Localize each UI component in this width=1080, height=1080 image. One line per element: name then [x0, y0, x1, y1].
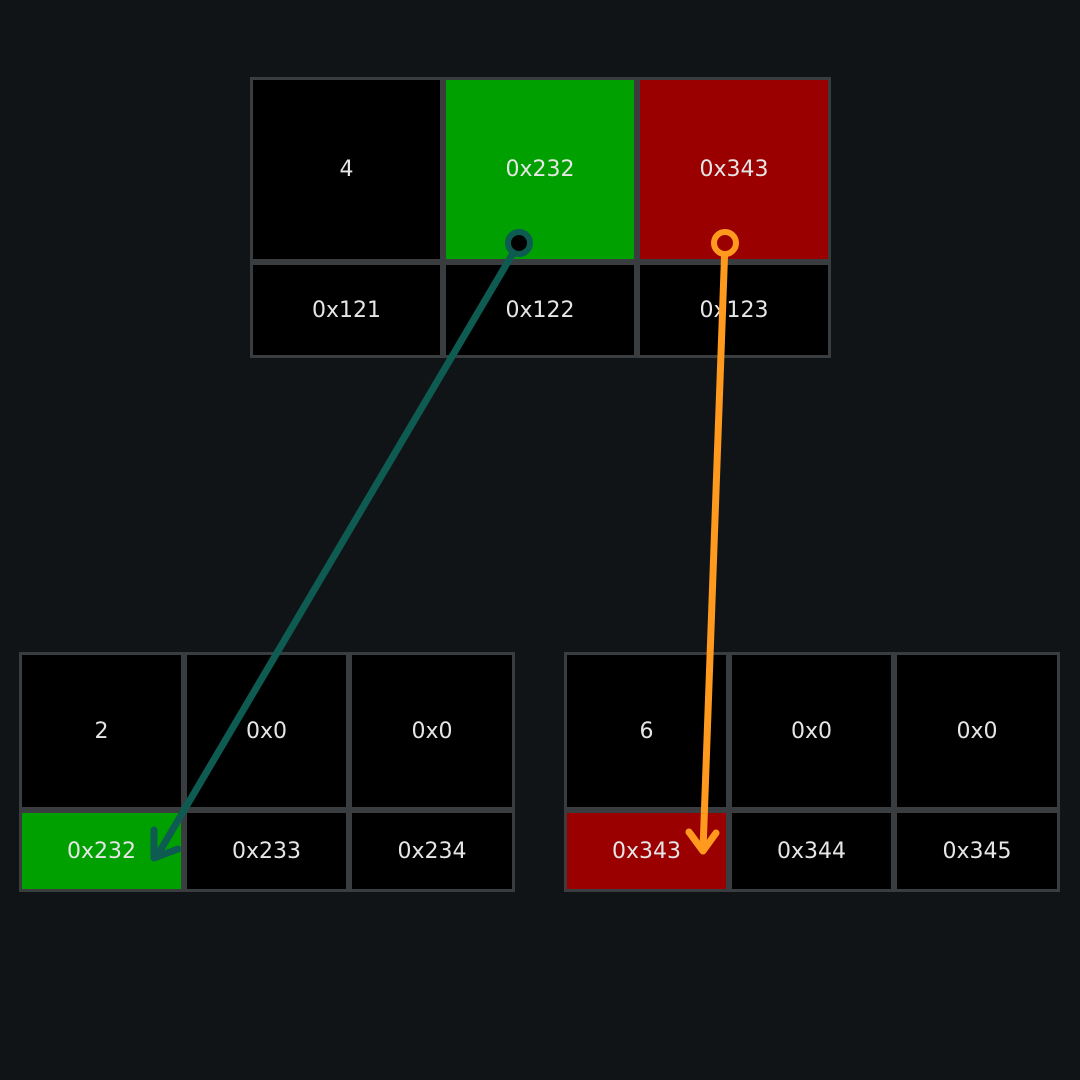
right-child-bottom-cell-2-text: 0x345 [942, 838, 1012, 864]
parent-top-cell-1: 0x232 [443, 77, 637, 262]
left-child-bottom-cell-1: 0x233 [184, 810, 349, 892]
right-child-top-cell-0: 6 [564, 652, 729, 810]
right-child-top-cell-1-text: 0x0 [790, 718, 832, 744]
parent-top-cell-2-text: 0x343 [699, 157, 769, 182]
left-child-bottom-cell-0: 0x232 [19, 810, 184, 892]
right-child-bottom-cell-1: 0x344 [729, 810, 894, 892]
left-child-bottom-cell-2-text: 0x234 [397, 838, 467, 864]
left-child-top-cell-0-text: 2 [94, 718, 109, 744]
parent-bottom-cell-0: 0x121 [250, 262, 443, 358]
parent-bottom-cell-2-text: 0x123 [699, 297, 769, 323]
left-child-bottom-cell-2: 0x234 [349, 810, 515, 892]
right-child-bottom-cell-0: 0x343 [564, 810, 729, 892]
left-child-bottom-cell-0-text: 0x232 [66, 838, 136, 864]
right-child-top-cell-1: 0x0 [729, 652, 894, 810]
right-child-top-cell-2: 0x0 [894, 652, 1060, 810]
parent-bottom-cell-1-text: 0x122 [505, 297, 575, 323]
parent-top-cell-0-text: 4 [339, 157, 354, 182]
left-child-top-cell-0: 2 [19, 652, 184, 810]
right-child-top-cell-2-text: 0x0 [956, 718, 998, 744]
parent-top-cell-1-text: 0x232 [505, 157, 575, 182]
left-child-top-cell-2: 0x0 [349, 652, 515, 810]
parent-bottom-cell-1: 0x122 [443, 262, 637, 358]
parent-bottom-cell-0-text: 0x121 [311, 297, 381, 323]
right-child-bottom-cell-2: 0x345 [894, 810, 1060, 892]
parent-bottom-cell-2: 0x123 [637, 262, 831, 358]
parent-top-cell-0: 4 [250, 77, 443, 262]
left-child-top-cell-1: 0x0 [184, 652, 349, 810]
parent-top-cell-2: 0x343 [637, 77, 831, 262]
right-child-bottom-cell-0-text: 0x343 [611, 838, 681, 864]
right-child-bottom-cell-1-text: 0x344 [776, 838, 846, 864]
right-child-top-cell-0-text: 6 [639, 718, 654, 744]
left-child-top-cell-1-text: 0x0 [245, 718, 287, 744]
left-child-top-cell-2-text: 0x0 [411, 718, 453, 744]
left-child-bottom-cell-1-text: 0x233 [231, 838, 301, 864]
